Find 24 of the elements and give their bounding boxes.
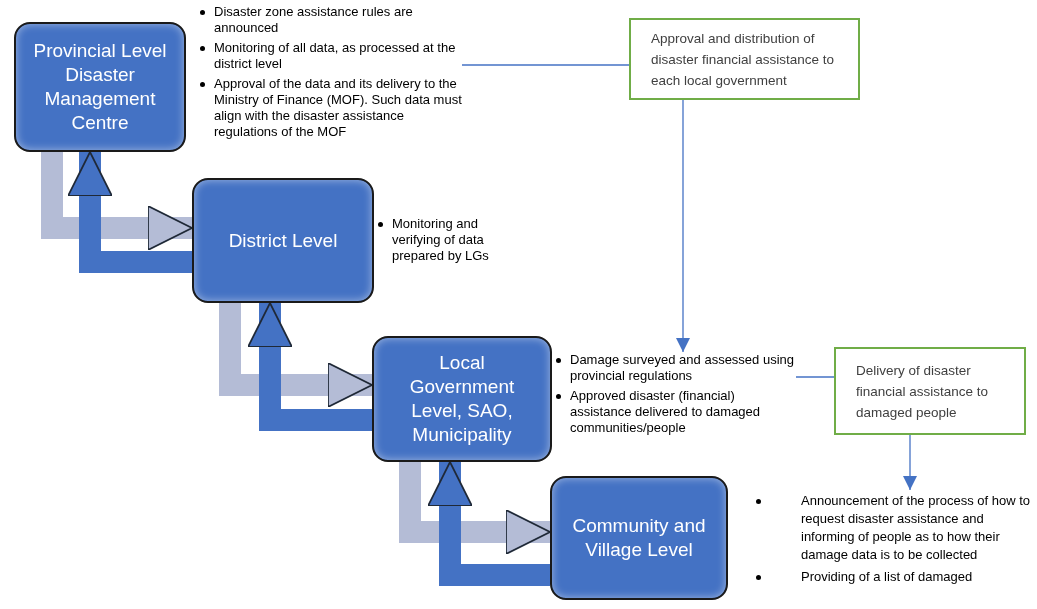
bent-arrow <box>247 302 372 431</box>
level-box: Provincial Level Disaster Management Centre <box>14 22 186 152</box>
connector-line <box>795 376 835 378</box>
bent-arrow <box>67 151 192 273</box>
note-box: Delivery of disaster financial assistance to damaged people <box>834 347 1026 435</box>
bent-arrow <box>399 462 551 555</box>
level-box: Local Government Level, SAO, Municipality <box>372 336 552 462</box>
bullet-text: Disaster zone assistance rules are announced <box>214 4 414 36</box>
bent-arrow <box>427 461 550 586</box>
bullet-text: Approved disaster (financial) assistance delivered to damaged communities/people <box>570 388 762 436</box>
bullet-text: Monitoring of all data, as processed at the district level <box>214 40 457 72</box>
connector-line <box>461 64 630 66</box>
bullet-text: Providing of a list of damaged <box>801 568 973 586</box>
level-box: District Level <box>192 178 374 303</box>
arrow <box>676 99 690 353</box>
bullet-text: Monitoring and verifying of data prepared by LGs <box>392 216 490 264</box>
bullet-text: Approval of the data and its delivery to the Ministry of Finance (MOF). Such data must align with the disaster assistance regulations of the MOF <box>214 76 462 140</box>
note-box: Approval and distribution of disaster financial assistance to each local government <box>629 18 860 100</box>
bullet-text: Damage surveyed and assessed using provincial regulations <box>570 352 796 384</box>
bullet-text: Announcement of the process of how to request disaster assistance and informing of people as to how their damage data is to be collected <box>801 492 1032 564</box>
bent-arrow <box>41 152 193 251</box>
arrow <box>903 434 917 491</box>
bent-arrow <box>219 303 373 408</box>
level-box: Community and Village Level <box>550 476 728 600</box>
